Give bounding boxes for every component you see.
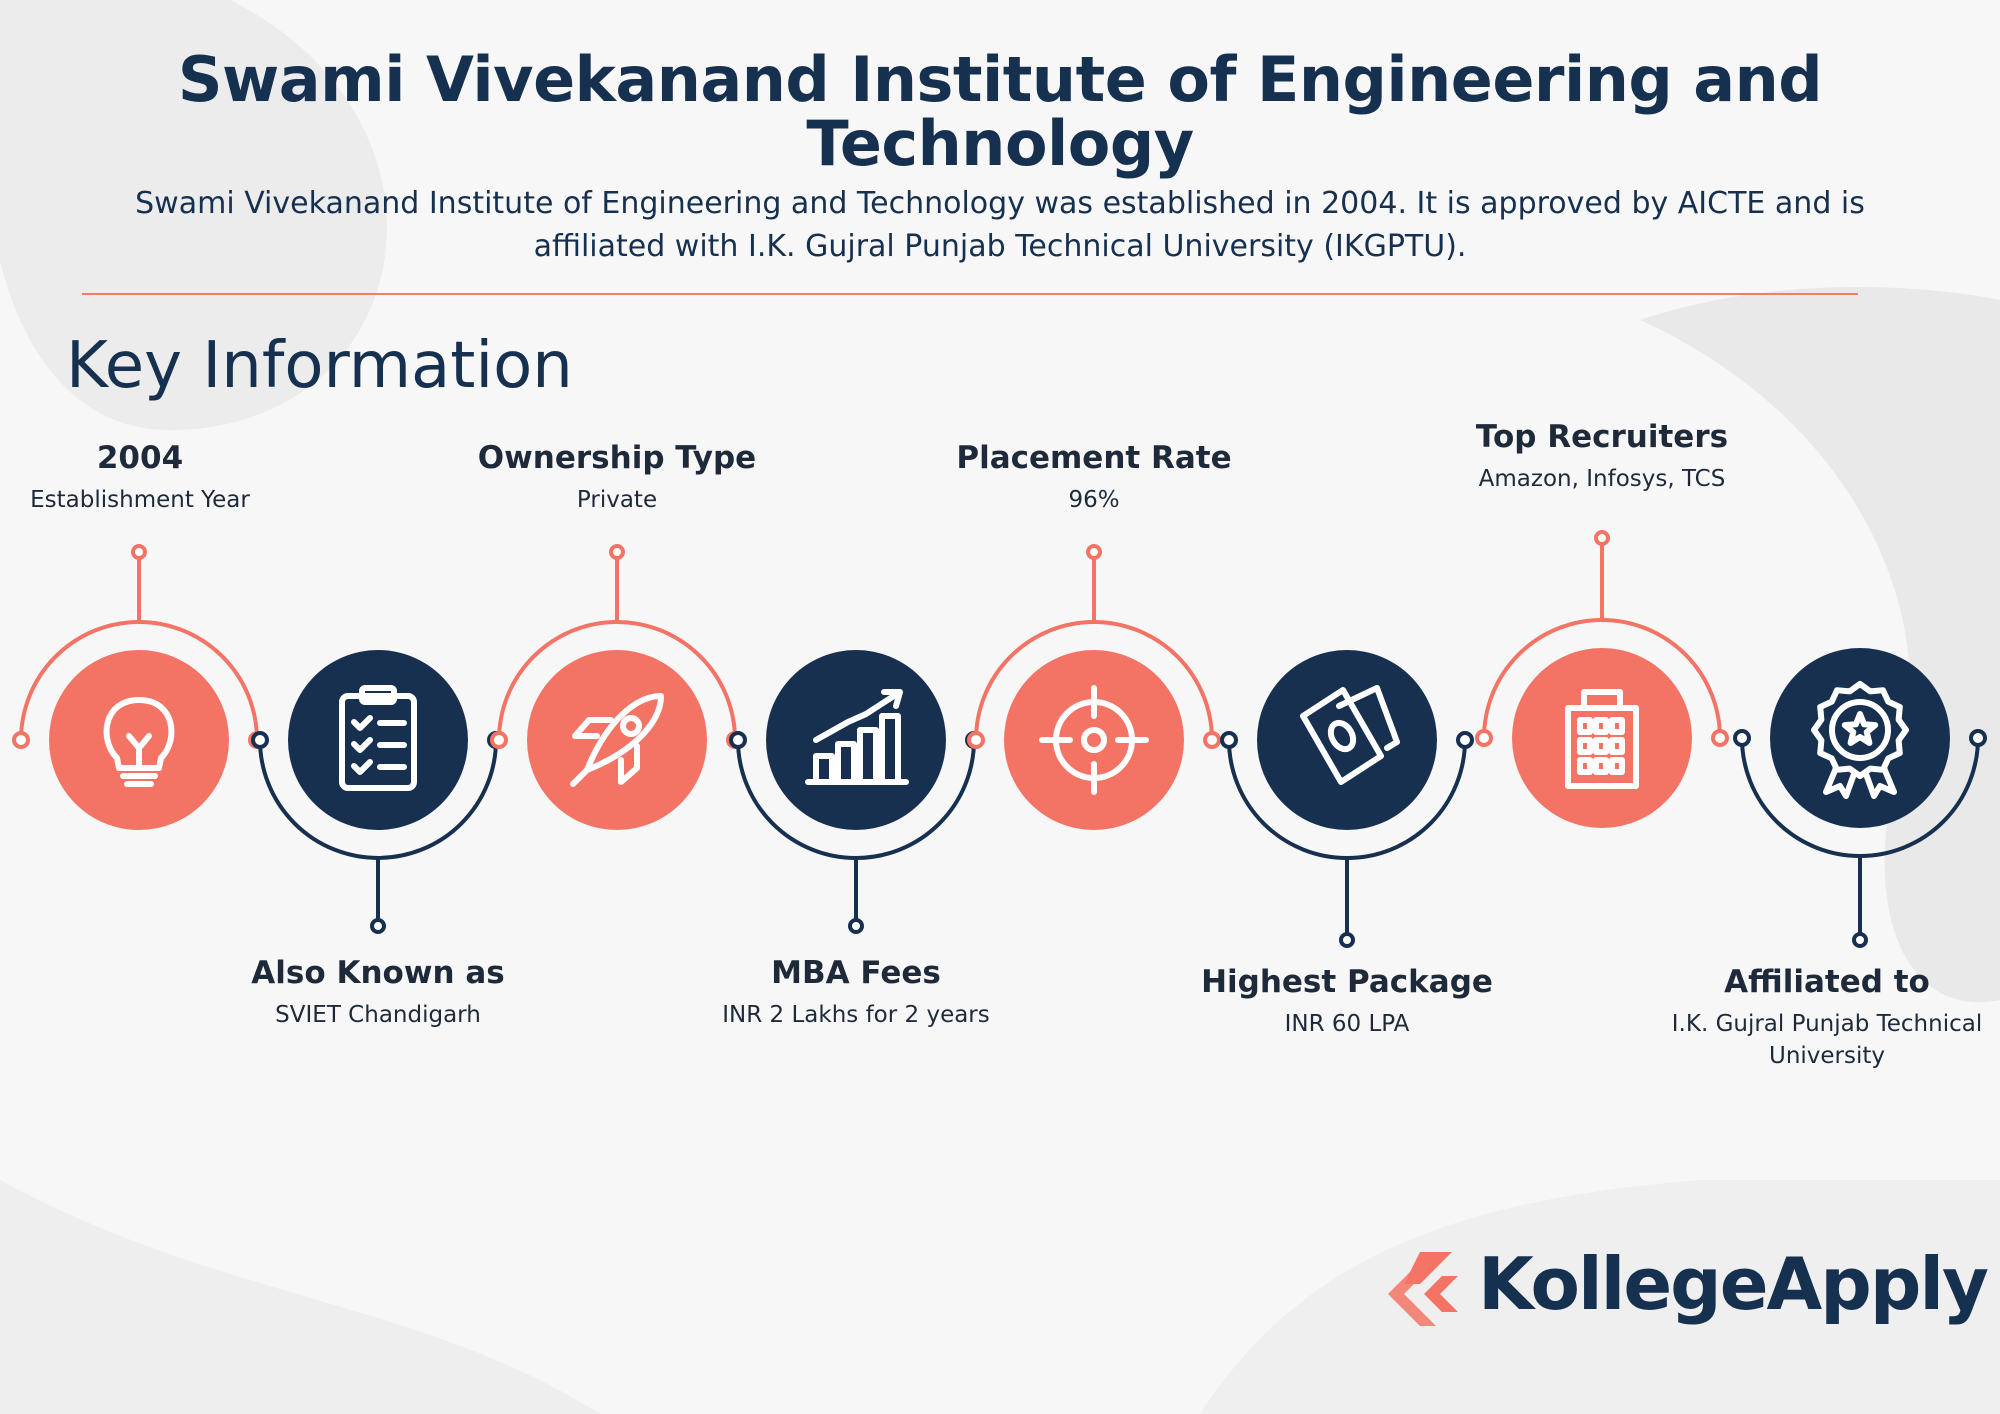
stem-dot <box>1086 544 1102 560</box>
info-heading: Top Recruiters <box>1475 419 1729 455</box>
connector-arc-7 <box>1482 618 1722 739</box>
info-heading: Placement Rate <box>956 440 1232 476</box>
brand-name: KollegeApply <box>1478 1242 1989 1326</box>
stem-dot <box>1594 530 1610 546</box>
page-title: Swami Vivekanand Institute of Engineerin… <box>177 43 1823 180</box>
arc-end-dot <box>1475 729 1493 747</box>
arc-end-dot <box>729 731 747 749</box>
header-divider <box>82 293 1858 295</box>
rocket-icon <box>570 693 664 787</box>
stem-dot <box>131 544 147 560</box>
stem-dot <box>1339 932 1355 948</box>
icon-circle <box>1257 650 1437 830</box>
stem-dot <box>609 544 625 560</box>
info-label-2: Also Known as SVIET Chandigarh <box>218 953 538 1031</box>
money-icon <box>1300 685 1400 785</box>
arc-end-dot <box>1733 729 1751 747</box>
info-value: I.K. Gujral Punjab Technical University <box>1671 1011 1983 1069</box>
timeline-node-1 <box>12 544 266 830</box>
arc-end-dot <box>967 731 985 749</box>
info-value: INR 2 Lakhs for 2 years <box>722 1002 990 1028</box>
section-title: Key Information <box>66 329 573 403</box>
timeline-node-4 <box>729 650 983 934</box>
timeline-node-2 <box>251 650 505 934</box>
target-icon <box>1039 685 1149 795</box>
connector-arc-5 <box>974 620 1214 741</box>
info-heading: MBA Fees <box>771 955 941 991</box>
connector-arc-8 <box>1740 737 1980 858</box>
connector-arc-1 <box>19 620 259 741</box>
info-value: INR 60 LPA <box>1284 1011 1410 1037</box>
building-icon <box>1565 689 1639 789</box>
info-heading: Ownership Type <box>477 440 757 476</box>
lightbulb-icon <box>103 697 175 787</box>
icon-circle <box>766 650 946 830</box>
info-heading: 2004 <box>96 440 184 476</box>
arc-end-dot <box>12 731 30 749</box>
arc-end-dot <box>1456 731 1474 749</box>
stem-dot <box>848 918 864 934</box>
connector-arc-4 <box>736 739 976 860</box>
info-value: Amazon, Infosys, TCS <box>1478 466 1726 492</box>
icon-circle <box>49 650 229 830</box>
info-heading: Affiliated to <box>1724 964 1930 1000</box>
info-value: 96% <box>1068 487 1120 513</box>
kollegeapply-logo: KollegeApply <box>1380 1240 1989 1330</box>
timeline-node-6 <box>1220 650 1474 948</box>
stem-dot <box>1852 932 1868 948</box>
icon-circle <box>288 650 468 830</box>
checklist-icon <box>339 685 417 791</box>
info-label-8: Affiliated to I.K. Gujral Punjab Technica… <box>1667 962 1987 1072</box>
kollegeapply-logo-mark-icon <box>1388 1252 1458 1326</box>
timeline-node-3 <box>490 544 744 830</box>
growth-chart-icon <box>805 689 909 785</box>
arc-end-dot <box>1220 731 1238 749</box>
icon-circle <box>527 650 707 830</box>
connector-arc-6 <box>1227 739 1467 860</box>
info-label-5: Placement Rate 96% <box>934 438 1254 516</box>
info-value: Establishment Year <box>30 487 250 513</box>
page-description: Swami Vivekanand Institute of Engineerin… <box>135 186 1865 264</box>
connector-arc-2 <box>258 739 498 860</box>
arc-end-dot <box>490 731 508 749</box>
arc-end-dot <box>251 731 269 749</box>
arc-end-dot <box>1969 729 1987 747</box>
connector-arc-3 <box>497 620 737 741</box>
arc-end-dot <box>1203 731 1221 749</box>
award-badge-icon <box>1811 681 1909 799</box>
timeline-node-5 <box>967 544 1221 830</box>
icon-circle <box>1004 650 1184 830</box>
info-heading: Highest Package <box>1201 964 1493 1000</box>
info-value: SVIET Chandigarh <box>275 1002 481 1028</box>
timeline-node-7 <box>1475 530 1729 828</box>
arc-end-dot <box>1711 729 1729 747</box>
stem-dot <box>370 918 386 934</box>
info-value: Private <box>576 487 658 513</box>
info-heading: Also Known as <box>251 955 505 991</box>
timeline-node-8 <box>1733 648 1987 948</box>
